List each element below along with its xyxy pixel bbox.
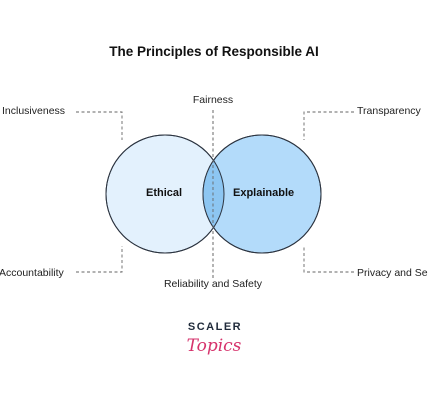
logo-word-scaler: SCALER [188,321,242,333]
principle-transparency: Transparency [357,105,421,117]
principle-accountability: Accountability [0,267,64,279]
principle-fairness: Fairness [192,94,234,106]
logo-word-topics: Topics [187,336,242,356]
circle-ethical-outline [105,134,225,254]
principle-privacy-security: Privacy and Se [357,267,428,279]
circle-label-ethical: Ethical [146,187,183,199]
connector-top-left [76,111,123,140]
principle-reliability-safety: Reliability and Safety [163,278,263,290]
circle-label-explainable: Explainable [233,187,295,199]
scaler-topics-logo: SCALER Topics [187,321,242,356]
principle-inclusiveness: Inclusiveness [2,105,66,117]
page-title: The Principles of Responsible AI [109,44,319,59]
connector-bottom-right [303,246,354,273]
connector-top-right [303,111,354,140]
circle-explainable-outline [202,134,322,254]
connector-bottom-left [76,246,123,273]
